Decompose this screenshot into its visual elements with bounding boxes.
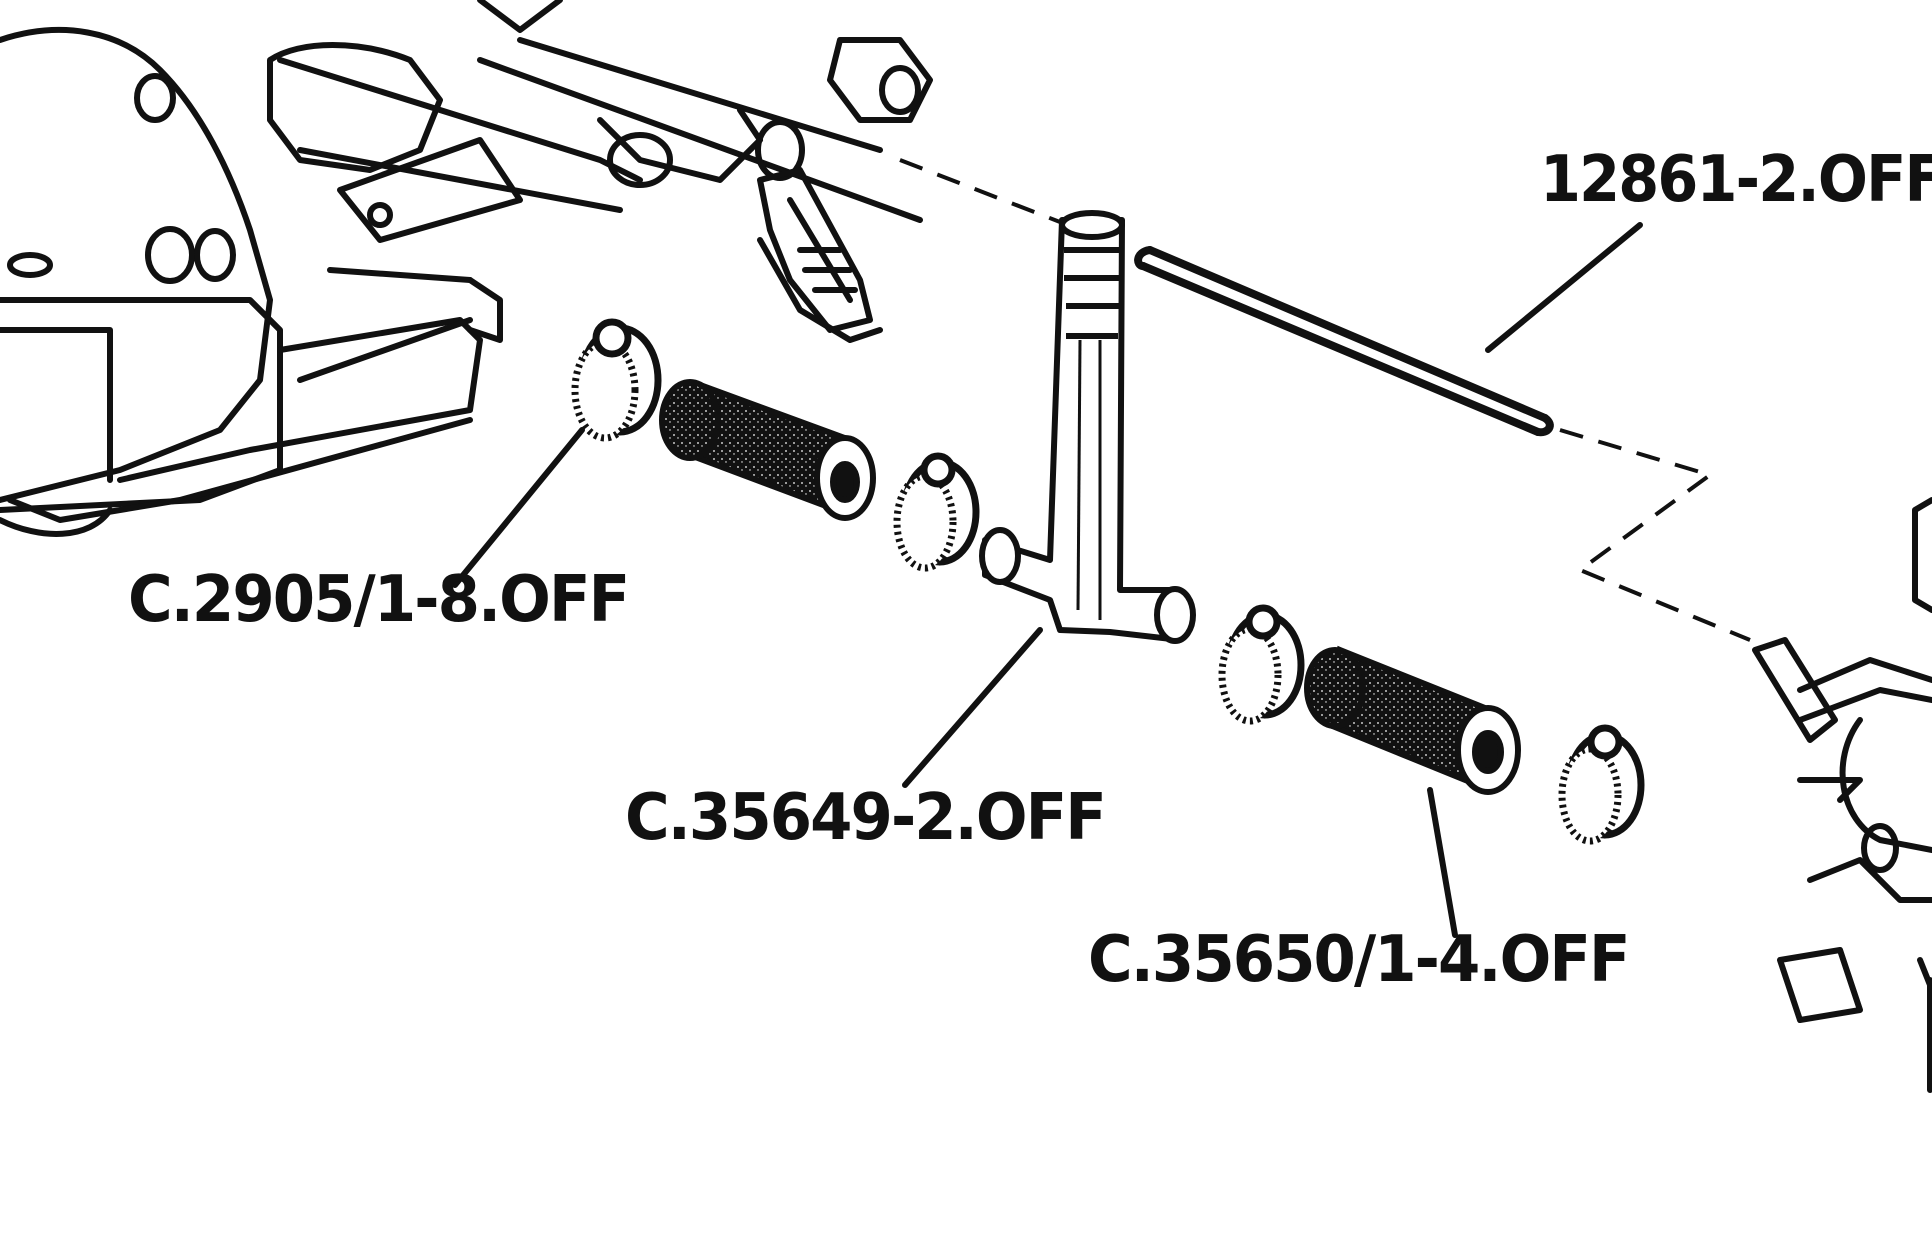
hose-clip-3 [1218, 604, 1305, 725]
hose-clip-1 [571, 318, 662, 442]
part-label-hose-clip: C.2905/1-8.OFF [128, 563, 630, 637]
leader-line-hose-clip [452, 427, 585, 588]
leader-line-rod [1485, 222, 1643, 353]
leader-line-tee-piece [902, 627, 1043, 788]
part-label-tee-piece: C.35649-2.OFF [625, 781, 1107, 855]
part-label-hose: C.35650/1-4.OFF [1088, 923, 1631, 997]
hose-clip-illustrations [571, 318, 1645, 845]
hose-clip-4 [1558, 724, 1645, 845]
rod-part-illustration [1134, 246, 1554, 437]
leader-lines [452, 222, 1643, 938]
hose-illustrations [659, 379, 1521, 795]
carburettor-right-illustration [1752, 497, 1932, 1093]
assembly-dashed-line [899, 158, 1751, 642]
tee-piece-illustration [979, 210, 1196, 644]
hose-clip-2 [893, 452, 980, 572]
hose-2 [1304, 645, 1521, 795]
carburettor-left-illustration [0, 0, 933, 537]
part-label-rod: 12861-2.OFF [1540, 143, 1932, 217]
hose-1 [659, 379, 876, 521]
leader-line-hose [1427, 787, 1458, 938]
